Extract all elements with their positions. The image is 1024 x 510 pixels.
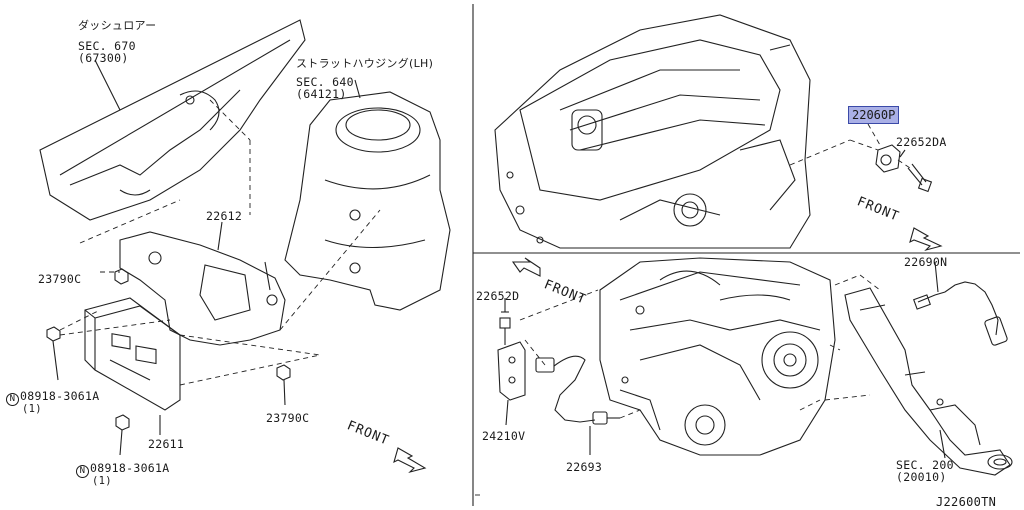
- engine-top-drawing: [494, 14, 811, 249]
- bolt-b-qty: (1): [92, 475, 112, 487]
- front-arrow-left-drawing: [393, 447, 427, 474]
- leader-22652DA: [899, 149, 906, 158]
- part-label-22652DA[interactable]: 22652DA: [896, 135, 947, 149]
- part-label-22652D[interactable]: 22652D: [476, 289, 520, 303]
- circle-n-icon: N: [6, 393, 19, 406]
- strut-housing-sec-label[interactable]: SEC. 640: [296, 75, 354, 89]
- bolt-22652DA-drawing: [907, 163, 933, 193]
- leader-strut: [354, 79, 361, 99]
- front-arrow-upper-right-drawing: [909, 227, 943, 252]
- dash-lower-jp-label: ダッシュロアー: [78, 19, 157, 32]
- guide-lines-upper-right: [789, 123, 911, 169]
- part-label-23790C-left[interactable]: 23790C: [38, 272, 82, 286]
- dash-lower-code-label: (67300): [78, 51, 129, 65]
- guide-lines-left: [59, 99, 381, 386]
- strut-housing-drawing: [284, 91, 451, 311]
- exhaust-sec-label[interactable]: SEC. 200: [896, 458, 954, 472]
- leader-dash-lower: [94, 59, 121, 111]
- part-label-22693[interactable]: 22693: [566, 460, 603, 474]
- part-label-22690N[interactable]: 22690N: [904, 255, 948, 269]
- part-label-22611[interactable]: 22611: [148, 437, 185, 451]
- part-label-22612[interactable]: 22612: [206, 209, 243, 223]
- part-label-24210V[interactable]: 24210V: [482, 429, 526, 443]
- nut-left-drawing: [114, 268, 129, 285]
- part-label-23790C-right[interactable]: 23790C: [266, 411, 310, 425]
- guide-lines-lower-right-sensor: [519, 289, 641, 419]
- leader-22612: [217, 221, 223, 251]
- bolt-a-number: 08918-3061A: [20, 389, 100, 403]
- bolt-22652D-drawing: [499, 311, 511, 345]
- highlighted-part-22060P[interactable]: 22060P: [848, 106, 900, 124]
- engine-bottom-drawing: [599, 257, 836, 456]
- bracket-drawing: [119, 231, 286, 346]
- bolt-b-number: 08918-3061A: [90, 461, 170, 475]
- bracket-24210V-drawing: [497, 341, 526, 426]
- catalytic-converter-drawing: [844, 287, 1013, 476]
- drawing-id: J22600TN: [936, 495, 997, 509]
- strut-housing-jp-label: ストラットハウジング(LH): [296, 57, 434, 70]
- guide-lines-lower-right: [472, 274, 881, 496]
- front-arrow-lower-right-drawing: [511, 257, 541, 277]
- strut-housing-code-label: (64121): [296, 87, 347, 101]
- ecm-drawing: [84, 297, 181, 411]
- dash-lower-sec-label[interactable]: SEC. 670: [78, 39, 136, 53]
- sensor-rear-drawing: [913, 261, 1008, 346]
- nut-right-drawing: [276, 364, 291, 406]
- knock-sensor-drawing: [875, 144, 901, 173]
- dash-lower-drawing: [39, 19, 306, 221]
- bolt-a-qty: (1): [22, 403, 42, 415]
- bolt-b-drawing: [115, 414, 130, 456]
- leader-exhaust: [939, 429, 946, 459]
- circle-n-icon: N: [76, 465, 89, 478]
- exhaust-code-label: (20010): [896, 470, 947, 484]
- sensor-front-drawing: [535, 355, 620, 455]
- bolt-a-drawing: [46, 326, 61, 381]
